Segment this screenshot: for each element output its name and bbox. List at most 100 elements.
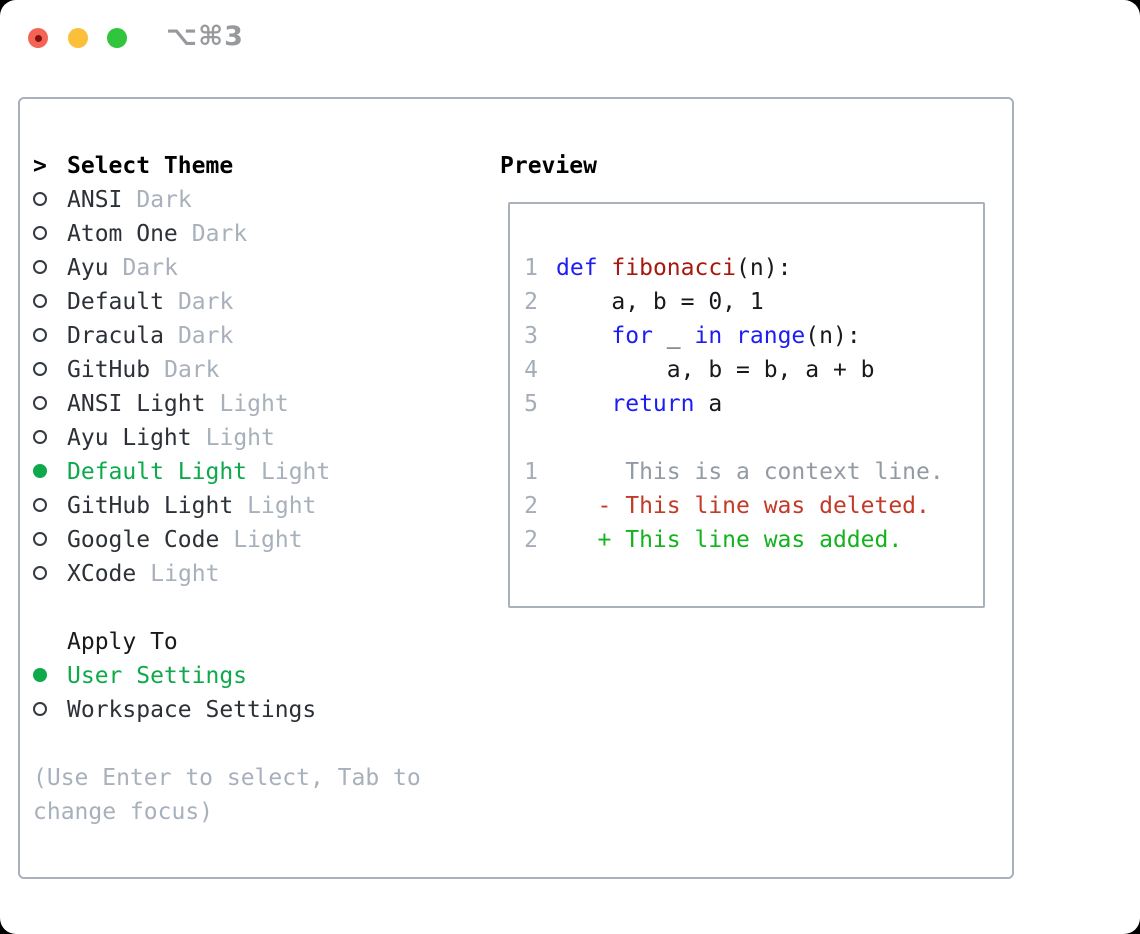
code-token xyxy=(556,323,611,349)
theme-name: ANSI Light xyxy=(67,391,206,417)
keyword-token: def xyxy=(556,255,598,281)
keyword-token: in xyxy=(694,323,723,349)
theme-option[interactable]: Ayu Light Light xyxy=(33,421,421,455)
spacer-row xyxy=(523,421,944,455)
line-number: 2 xyxy=(524,289,538,315)
radio-icon xyxy=(33,260,47,274)
code-text: def fibonacci(n): xyxy=(556,255,791,281)
line-number: 5 xyxy=(524,391,538,417)
code-token xyxy=(722,323,736,349)
line-number: 4 xyxy=(524,357,538,383)
theme-variant-tag: Dark xyxy=(164,357,220,383)
option-name: User Settings xyxy=(67,663,248,689)
theme-variant-tag: Dark xyxy=(177,289,234,315)
theme-variant-tag: Dark xyxy=(191,221,248,247)
maximize-button[interactable] xyxy=(107,28,127,48)
option-name: Workspace Settings xyxy=(67,697,317,723)
code-token: _ xyxy=(652,323,695,349)
code-line: 2 a, b = 0, 1 xyxy=(523,285,944,319)
code-text: a, b = 0, 1 xyxy=(556,289,764,315)
radio-icon xyxy=(33,362,47,376)
line-number: 1 xyxy=(524,459,538,485)
code-text: + This line was added. xyxy=(556,527,903,553)
theme-option[interactable]: Default Light Light xyxy=(33,455,421,489)
spacer-row xyxy=(33,591,421,625)
keyword-token: range xyxy=(736,323,806,349)
radio-icon xyxy=(33,192,47,206)
theme-name: GitHub Light xyxy=(67,493,234,519)
theme-name: Atom One xyxy=(67,221,178,247)
theme-name: Dracula xyxy=(67,323,164,349)
function-token: fibonacci xyxy=(611,255,737,281)
diff-line-added: 2 + This line was added. xyxy=(523,523,944,557)
theme-name: GitHub xyxy=(67,357,151,383)
radio-icon xyxy=(33,498,47,512)
radio-icon xyxy=(33,396,47,410)
code-token xyxy=(598,255,612,281)
theme-variant-tag: Dark xyxy=(177,323,234,349)
theme-name: Google Code xyxy=(67,527,220,553)
code-line: 3 for _ in range(n): xyxy=(523,319,944,353)
radio-icon xyxy=(33,702,47,716)
code-token: (n): xyxy=(805,323,861,349)
theme-option[interactable]: Dracula Dark xyxy=(33,319,421,353)
diff-line-context: 1 This is a context line. xyxy=(523,455,944,489)
code-token: a, b = 0, 1 xyxy=(556,289,764,315)
radio-icon xyxy=(33,328,47,342)
theme-variant-tag: Light xyxy=(233,527,303,553)
theme-name: ANSI xyxy=(67,187,123,213)
theme-variant-tag: Light xyxy=(247,493,317,519)
keyword-token: for xyxy=(611,323,653,349)
theme-variant-tag: Light xyxy=(205,425,275,451)
theme-option[interactable]: Ayu Dark xyxy=(33,251,421,285)
help-text-line-1: (Use Enter to select, Tab to xyxy=(33,765,421,791)
theme-option[interactable]: ANSI Light Light xyxy=(33,387,421,421)
radio-icon xyxy=(33,464,47,478)
radio-icon xyxy=(33,226,47,240)
theme-name: Ayu Light xyxy=(67,425,192,451)
diff-line-deleted: 2 - This line was deleted. xyxy=(523,489,944,523)
code-text: return a xyxy=(556,391,722,417)
diff-preview: 1 This is a context line. 2 - This line … xyxy=(523,455,944,557)
code-line: 5 return a xyxy=(523,387,944,421)
theme-variant-tag: Dark xyxy=(136,187,192,213)
theme-variant-tag: Light xyxy=(261,459,331,485)
theme-option[interactable]: Default Dark xyxy=(33,285,421,319)
radio-icon xyxy=(33,294,47,308)
code-text: a, b = b, a + b xyxy=(556,357,875,383)
theme-option[interactable]: Google Code Light xyxy=(33,523,421,557)
theme-option[interactable]: GitHub Light Light xyxy=(33,489,421,523)
radio-icon xyxy=(33,566,47,580)
radio-icon xyxy=(33,668,47,682)
spacer-row xyxy=(33,727,421,761)
theme-option[interactable]: GitHub Dark xyxy=(33,353,421,387)
radio-icon xyxy=(33,430,47,444)
apply-to-header: Apply To xyxy=(33,625,421,659)
minimize-button[interactable] xyxy=(68,28,88,48)
line-number: 1 xyxy=(524,255,538,281)
code-token: (n): xyxy=(736,255,792,281)
apply-to-label: Apply To xyxy=(67,629,178,655)
theme-variant-tag: Dark xyxy=(122,255,178,281)
apply-to-option[interactable]: Workspace Settings xyxy=(33,693,421,727)
close-button[interactable] xyxy=(28,28,48,48)
code-token xyxy=(556,391,611,417)
theme-option[interactable]: Atom One Dark xyxy=(33,217,421,251)
theme-name: Default Light xyxy=(67,459,248,485)
theme-name: Ayu xyxy=(67,255,109,281)
code-line: 1 def fibonacci(n): xyxy=(523,251,944,285)
theme-option[interactable]: ANSI Dark xyxy=(33,183,421,217)
help-text-line-2: change focus) xyxy=(33,799,214,825)
theme-name: Default xyxy=(67,289,164,315)
select-theme-label: Select Theme xyxy=(67,153,234,179)
theme-variant-tag: Light xyxy=(219,391,289,417)
apply-to-option[interactable]: User Settings xyxy=(33,659,421,693)
radio-icon xyxy=(33,532,47,546)
code-text: - This line was deleted. xyxy=(556,493,930,519)
